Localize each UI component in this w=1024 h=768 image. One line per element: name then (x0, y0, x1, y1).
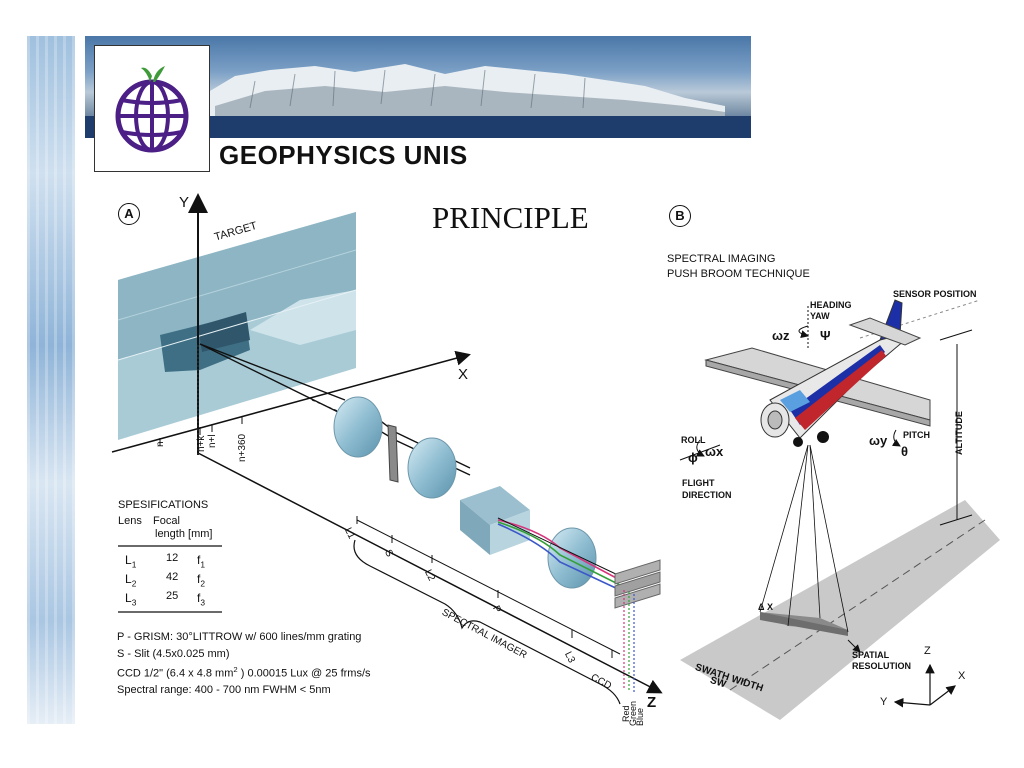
axis-z-label: Z (647, 694, 657, 711)
roll-label: ROLL (681, 435, 706, 445)
spec-row-l1-lens: L1 (125, 553, 137, 570)
lens-l2 (407, 437, 457, 499)
omega-z-label: ωz (772, 328, 790, 343)
theta-label: θ (901, 444, 909, 459)
spec-row-l1-value: 12 (166, 552, 179, 564)
spec-slit: S - Slit (4.5x0.025 mm) (117, 648, 230, 660)
flight-label: FLIGHT (682, 478, 715, 488)
specs-heading: SPESIFICATIONS (118, 499, 209, 511)
z-axis-line (197, 452, 663, 694)
spec-row-l1-f: f1 (197, 553, 206, 570)
ground-swath (680, 500, 1000, 720)
lens-l1 (333, 396, 383, 458)
omega-x-label: ωx (705, 444, 724, 459)
sensor-position-label: SENSOR POSITION (893, 289, 977, 299)
axis-y-label: Y (179, 194, 190, 211)
panel-b-heading-line2: PUSH BROOM TECHNIQUE (667, 268, 810, 280)
x-axis-line (111, 350, 471, 453)
ccd-sensor (614, 559, 661, 609)
spec-range: Spectral range: 400 - 700 nm FWHM < 5nm (117, 684, 331, 696)
panel-b-label: B (669, 205, 691, 227)
specs-col-lens: Lens (118, 515, 142, 527)
specs-col-focal-length: length [mm] (155, 528, 213, 540)
triad-y-label: Y (880, 696, 888, 708)
altitude-label: ALTITUDE (954, 411, 964, 455)
spec-row-l2-f: f2 (197, 572, 206, 589)
spec-row-l2-value: 42 (166, 571, 179, 583)
yaw-label: YAW (810, 311, 830, 321)
unis-logo (94, 45, 210, 172)
spec-row-l3-lens: L3 (125, 591, 137, 608)
page-title: PRINCIPLE (432, 200, 589, 235)
panel-b-heading-line1: SPECTRAL IMAGING (667, 253, 776, 265)
direction-label: DIRECTION (682, 490, 732, 500)
axis-x-label: X (458, 366, 469, 383)
omega-y-label: ωy (869, 433, 888, 448)
triad-z-label: Z (924, 645, 931, 657)
resolution-label: RESOLUTION (852, 661, 912, 671)
spec-row-l3-f: f3 (197, 591, 206, 608)
heading-label: HEADING (810, 300, 852, 310)
panel-a-label: A (118, 203, 140, 225)
slit (387, 424, 399, 483)
phi-label: ϕ (688, 450, 698, 465)
pitch-label: PITCH (903, 430, 930, 440)
spectral-imager-brace (353, 539, 621, 705)
spec-row-l2-lens: L2 (125, 572, 137, 589)
decorative-side-strip (27, 36, 75, 724)
target-plane (117, 212, 357, 440)
airplane (704, 299, 931, 447)
spec-row-l3-value: 25 (166, 590, 179, 602)
specs-col-focal: Focal (153, 515, 180, 527)
spec-ccd: CCD 1/2" (6.4 x 4.8 mm2 ) 0.00015 Lux @ … (117, 665, 371, 680)
delta-x-label: Δ X (758, 602, 773, 612)
spec-grism: P - GRISM: 30°LITTROW w/ 600 lines/mm gr… (117, 631, 362, 643)
triad-x-label: X (958, 670, 966, 682)
spatial-label: SPATIAL (852, 650, 890, 660)
brand-title: GEOPHYSICS UNIS (219, 140, 468, 170)
psi-label: Ψ (820, 328, 831, 343)
